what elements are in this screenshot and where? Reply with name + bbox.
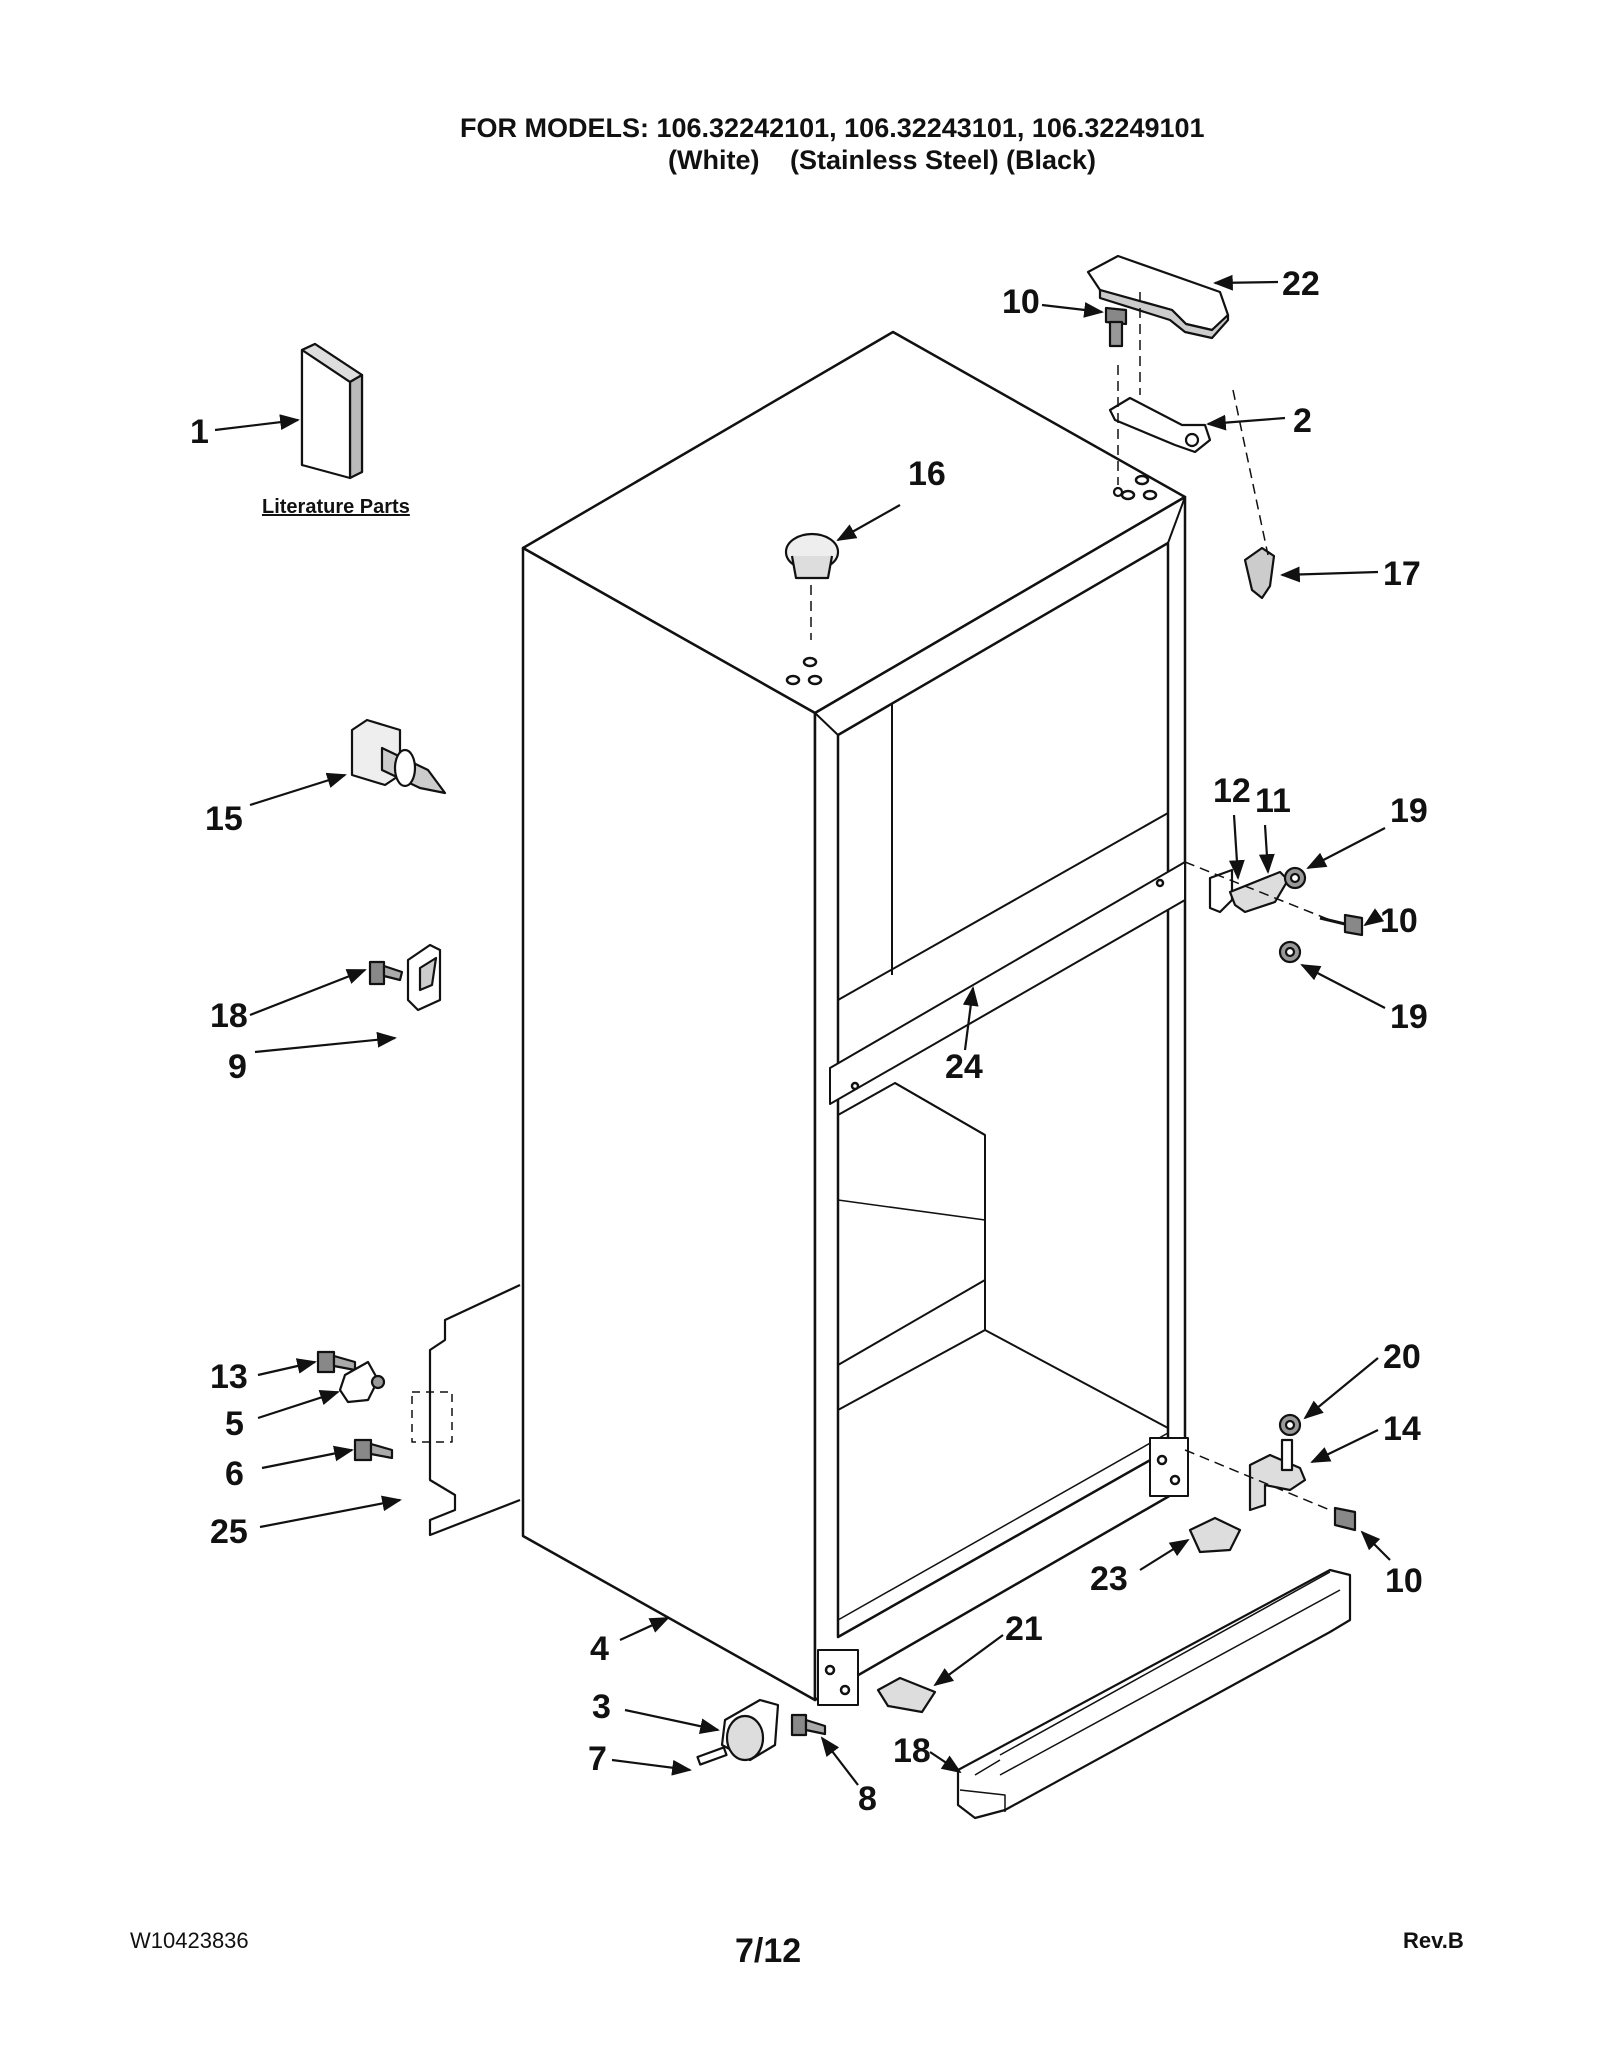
document-number: W10423836 [130,1928,249,1953]
door-closure-bracket [406,943,442,1012]
callout-1: 1 [190,413,209,451]
callout-8: 8 [858,1780,877,1818]
page-number: 7/12 [735,1932,802,1970]
callout-13: 13 [210,1358,248,1396]
callout-12: 12 [1213,772,1251,810]
callout-21: 21 [1005,1610,1043,1648]
door-closure-screw [368,960,404,986]
callout-7: 7 [588,1740,607,1778]
callout-18-left: 18 [210,997,248,1035]
leveling-pad-21 [876,1676,937,1714]
callout-19-upper: 19 [1390,792,1428,830]
callout-16: 16 [908,455,946,493]
hinge-clip [1232,389,1276,600]
callout-6: 6 [225,1455,244,1493]
mounting-screw-6 [353,1438,394,1462]
revision-label: Rev.B [1403,1928,1464,1953]
callout-20: 20 [1383,1338,1421,1376]
callout-19-lower: 19 [1390,998,1428,1036]
refrigerator-cabinet [521,330,1189,1706]
callout-10-bottom: 10 [1385,1562,1423,1600]
callout-4: 4 [590,1630,609,1668]
models-line: FOR MODELS: 106.32242101, 106.32243101, … [460,113,1205,143]
callout-25: 25 [210,1513,248,1551]
hinge-screw-top [1104,306,1128,348]
callout-2: 2 [1293,402,1312,440]
callout-23: 23 [1090,1560,1128,1598]
top-hinge [1108,292,1212,498]
literature-parts-label: Literature Parts [262,496,410,518]
literature-parts-booklet [300,342,364,480]
callout-18-bottom: 18 [893,1732,931,1770]
top-hinge-cover [1086,254,1230,340]
finish-stainless: (Stainless Steel) [790,145,999,175]
callout-17: 17 [1383,555,1421,593]
bottom-support-bracket [411,1284,521,1537]
door-stop-pin [350,718,447,795]
callout-15: 15 [205,800,243,838]
callout-24: 24 [945,1048,983,1086]
callout-5: 5 [225,1405,244,1443]
center-hinge-assembly [1184,861,1364,964]
toe-grille [956,1568,1352,1820]
callout-11: 11 [1255,782,1291,820]
callout-22: 22 [1282,265,1320,303]
finish-white: (White) [668,145,760,175]
callout-3: 3 [592,1688,611,1726]
bottom-hinge-assembly [1184,1413,1357,1532]
plug-button [784,532,840,640]
roller-bracket [720,1698,780,1762]
callout-labels: 1 22 10 2 16 17 15 12 11 19 10 19 24 18 … [190,265,1428,1818]
callout-10-middle: 10 [1380,902,1418,940]
callout-14: 14 [1383,1410,1421,1448]
leveling-pad-23 [1188,1516,1242,1554]
leader-arrows [214,274,1391,1786]
cable-clamp [338,1360,386,1404]
roller-pin [696,1746,728,1766]
callout-9: 9 [228,1048,247,1086]
roller-screw [790,1713,827,1737]
callout-10-top: 10 [1002,283,1040,321]
mounting-screw-13 [316,1350,357,1374]
finish-black: (Black) [1006,145,1097,175]
